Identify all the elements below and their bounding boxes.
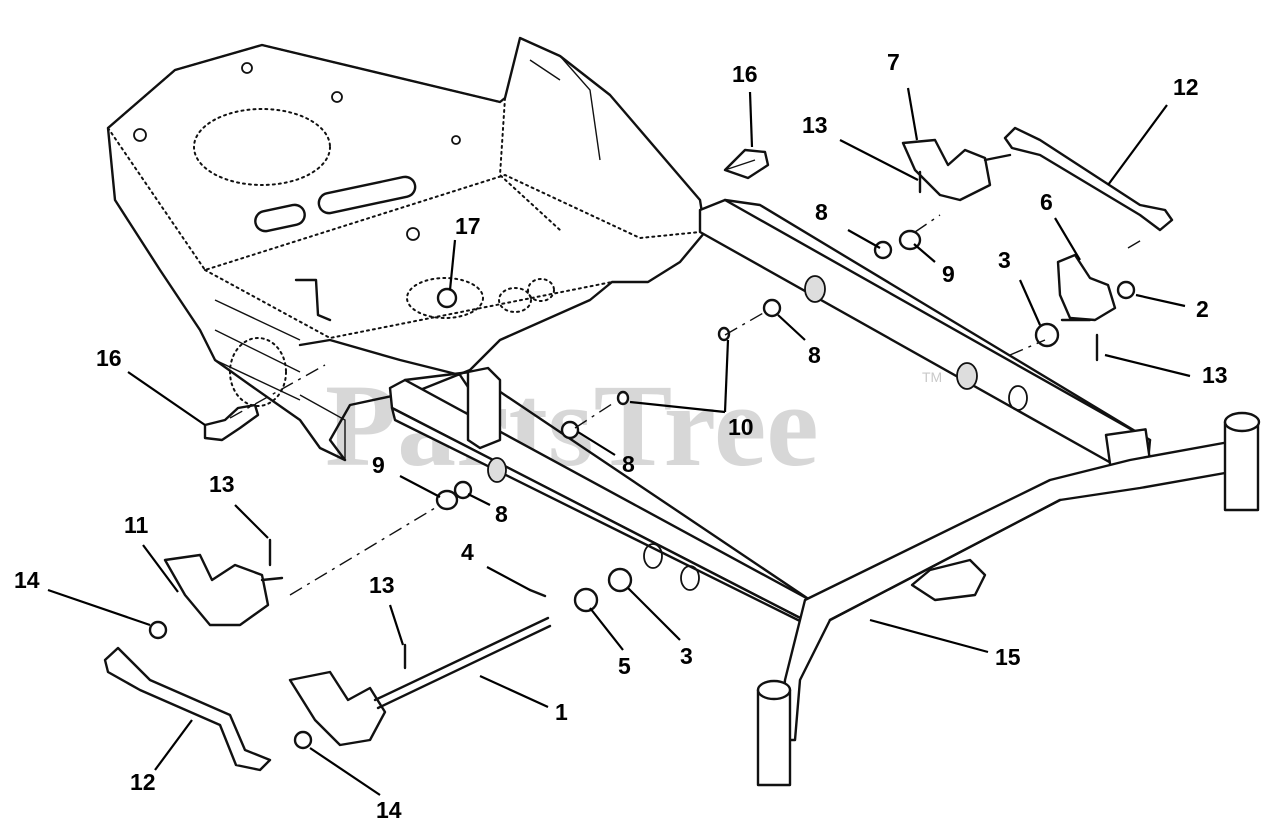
control-rod-12-upper	[1003, 126, 1174, 232]
callout-14: 14	[376, 797, 402, 823]
callout-13: 13	[369, 572, 395, 598]
callout-8: 8	[495, 501, 508, 527]
pivot-plate-6	[1056, 253, 1117, 322]
upper-linkage-parts	[901, 126, 1174, 362]
bushing-8b	[762, 298, 782, 318]
leader-lines	[47, 87, 1191, 796]
bushing-3a	[1034, 322, 1060, 348]
callout-7: 7	[887, 49, 900, 75]
callout-labels: 16 7 12 13 6 8 9 3 2 17 8 13 16 10 8 9 8…	[14, 49, 1228, 823]
callout-2: 2	[1196, 296, 1209, 322]
control-rod-12-lower	[103, 646, 272, 772]
callout-17: 17	[455, 213, 481, 239]
pivot-plate-lower	[288, 670, 387, 747]
callout-13: 13	[209, 471, 235, 497]
bolt-16-left	[203, 403, 260, 442]
callout-9: 9	[942, 261, 955, 287]
bushing-8c	[560, 420, 580, 440]
assembly-lines	[229, 214, 1146, 596]
clip-10b	[616, 390, 630, 406]
washer-2	[1116, 280, 1136, 300]
washer-14a	[148, 620, 168, 640]
callout-3: 3	[998, 247, 1011, 273]
callout-6: 6	[1040, 189, 1053, 215]
callout-14: 14	[14, 567, 40, 593]
callout-8: 8	[622, 451, 635, 477]
callout-15: 15	[995, 644, 1021, 670]
callout-13: 13	[1202, 362, 1228, 388]
callout-3: 3	[680, 643, 693, 669]
tie-rod-1	[373, 616, 552, 710]
front-axle-tube	[388, 366, 812, 627]
callout-10: 10	[728, 414, 754, 440]
caster-frame	[756, 411, 1261, 787]
callout-16: 16	[732, 61, 758, 87]
callout-1: 1	[555, 699, 568, 725]
clip-10a	[717, 326, 731, 342]
bushing-3b	[607, 567, 633, 593]
callout-5: 5	[618, 653, 631, 679]
hardware	[148, 148, 1136, 750]
callout-9: 9	[372, 452, 385, 478]
bolt-16-upper	[723, 148, 770, 180]
lower-linkage-parts	[103, 538, 552, 772]
control-arm-11	[163, 553, 270, 627]
bushing-8d	[453, 480, 473, 500]
bushing-8a	[873, 240, 893, 260]
callout-12: 12	[1173, 74, 1199, 100]
washer-14b	[293, 730, 313, 750]
callout-12: 12	[130, 769, 156, 795]
callout-8: 8	[808, 342, 821, 368]
nut-17	[436, 287, 458, 309]
callout-16: 16	[96, 345, 122, 371]
washer-9b	[435, 489, 459, 511]
callout-4: 4	[461, 539, 474, 565]
watermark-trademark: TM	[922, 369, 942, 385]
frame-plate	[106, 36, 707, 462]
callout-11: 11	[124, 512, 149, 538]
control-arm-7	[901, 138, 992, 202]
washer-5	[573, 587, 599, 613]
callout-13: 13	[802, 112, 828, 138]
pin-4	[528, 588, 547, 598]
callout-8: 8	[815, 199, 828, 225]
